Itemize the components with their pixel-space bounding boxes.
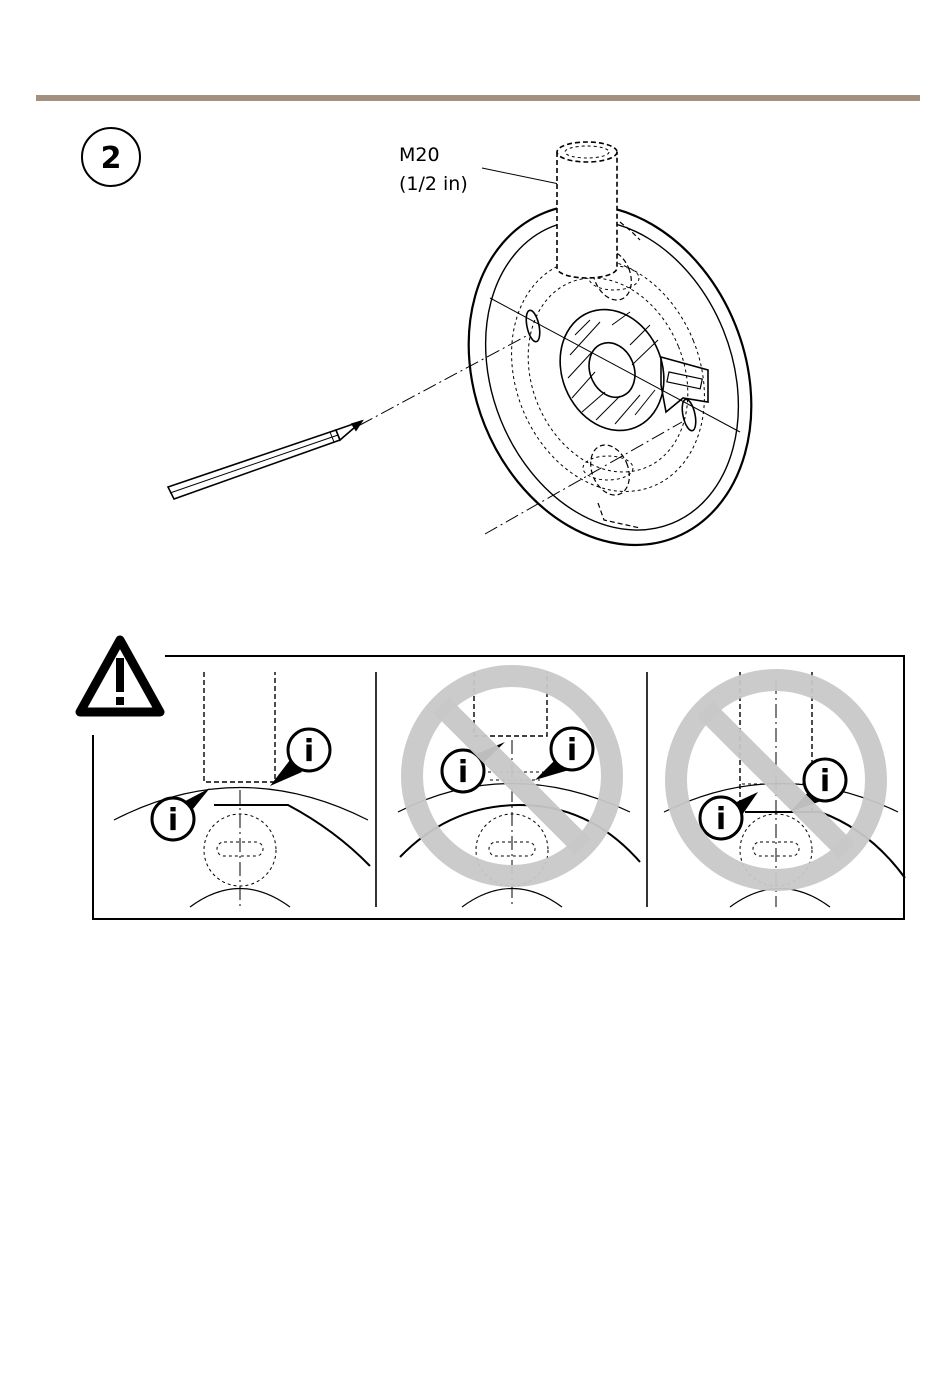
- svg-text:i: i: [567, 733, 577, 768]
- svg-text:i: i: [820, 764, 830, 799]
- pencil-icon: [168, 421, 362, 499]
- svg-text:i: i: [458, 755, 468, 790]
- warning-icon: [80, 640, 160, 712]
- conduit-size-label: M20: [399, 144, 440, 166]
- svg-text:i: i: [168, 803, 178, 838]
- svg-text:i: i: [716, 802, 726, 837]
- step-number-badge: 2: [82, 128, 140, 186]
- marking-guide-line: [360, 334, 530, 425]
- conduit-pipe: [557, 142, 617, 278]
- info-marker: i: [700, 792, 758, 839]
- step-number: 2: [101, 141, 122, 176]
- info-marker: i: [152, 788, 210, 840]
- conduit-size-label-imperial: (1/2 in): [399, 173, 468, 195]
- info-marker: i: [270, 729, 330, 786]
- svg-text:i: i: [304, 734, 314, 769]
- info-marker: i: [535, 728, 593, 780]
